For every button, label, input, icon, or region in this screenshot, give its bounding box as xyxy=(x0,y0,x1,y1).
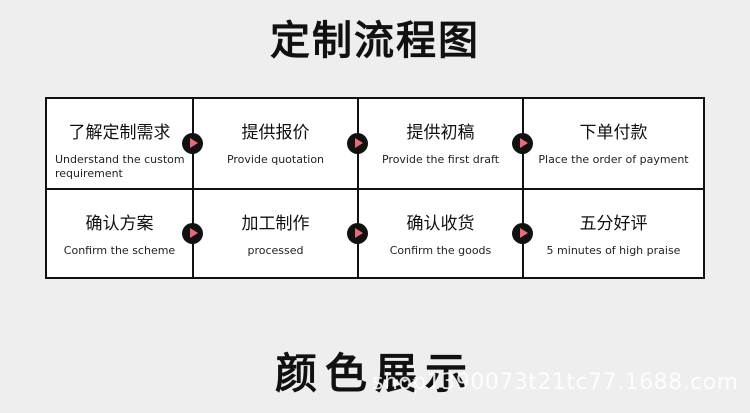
process-row-2: 确认方案 Confirm the scheme 加工制作 processed 确… xyxy=(47,190,703,279)
step-subtitle: Confirm the goods xyxy=(389,244,492,257)
step-processed: 加工制作 processed xyxy=(194,190,357,279)
step-subtitle: Provide quotation xyxy=(226,153,325,166)
step-confirm-goods: 确认收货 Confirm the goods xyxy=(359,190,522,279)
play-arrow-icon xyxy=(347,133,368,154)
step-title: 了解定制需求 xyxy=(68,123,171,143)
play-arrow-icon xyxy=(182,133,203,154)
step-subtitle: 5 minutes of high praise xyxy=(546,244,681,257)
step-provide-first-draft: 提供初稿 Provide the first draft xyxy=(359,99,522,188)
step-subtitle: processed xyxy=(247,244,304,257)
process-row-1: 了解定制需求 Understand the custom requirement… xyxy=(47,99,703,188)
page-title: 定制流程图 xyxy=(270,18,480,64)
step-title: 提供初稿 xyxy=(406,123,475,143)
row-divider xyxy=(47,188,703,190)
step-high-praise: 五分好评 5 minutes of high praise xyxy=(524,190,703,279)
step-title: 加工制作 xyxy=(241,214,310,234)
step-place-order: 下单付款 Place the order of payment xyxy=(524,99,703,188)
color-display-title: 颜色展示 xyxy=(274,349,475,398)
play-arrow-icon xyxy=(347,223,368,244)
step-subtitle: Place the order of payment xyxy=(538,153,689,166)
step-subtitle: Understand the custom requirement xyxy=(55,153,185,180)
step-title: 提供报价 xyxy=(241,123,310,143)
step-title: 下单付款 xyxy=(579,123,648,143)
play-arrow-icon xyxy=(182,223,203,244)
step-confirm-scheme: 确认方案 Confirm the scheme xyxy=(47,190,192,279)
step-title: 确认收货 xyxy=(406,214,475,234)
process-flow-grid: 了解定制需求 Understand the custom requirement… xyxy=(45,97,705,279)
step-subtitle: Confirm the scheme xyxy=(63,244,176,257)
step-title: 五分好评 xyxy=(579,214,648,234)
step-understand-requirement: 了解定制需求 Understand the custom requirement xyxy=(47,99,192,188)
step-title: 确认方案 xyxy=(85,214,154,234)
play-arrow-icon xyxy=(512,133,533,154)
step-provide-quotation: 提供报价 Provide quotation xyxy=(194,99,357,188)
play-arrow-icon xyxy=(512,223,533,244)
step-subtitle: Provide the first draft xyxy=(381,153,500,166)
shop-watermark: shop1390073t21tc77.1688.com xyxy=(372,370,739,395)
